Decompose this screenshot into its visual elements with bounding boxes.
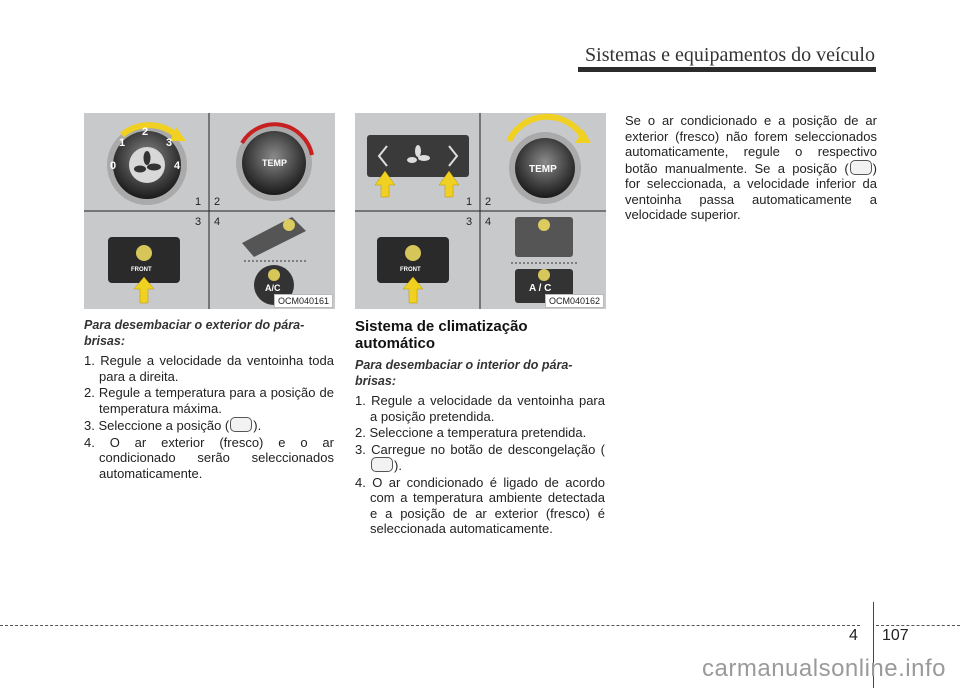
mode-button [242, 217, 306, 257]
header-rule [578, 67, 876, 72]
defrost-icon [849, 159, 872, 175]
defrost-icon [230, 417, 253, 432]
fan-speed-2: 2 [142, 126, 148, 138]
arrow-icon [402, 276, 424, 304]
step-text-tail: ). [394, 458, 402, 473]
quadrant-2: 2 [214, 196, 220, 208]
temp-label: TEMP [529, 164, 557, 175]
fan-speed-3: 3 [166, 137, 172, 149]
column-1: Para desembaciar o exterior do pára-bris… [84, 318, 334, 482]
figure-code: OCM040162 [544, 294, 604, 308]
page-header-title: Sistemas e equipamentos do veículo [585, 44, 875, 66]
footer-rule [0, 625, 860, 626]
ac-label: A/C [265, 283, 281, 293]
figure-code: OCM040161 [273, 294, 333, 308]
defrost-icon [371, 457, 393, 472]
quadrant-3: 3 [195, 216, 201, 228]
step: 1. Regule a velocidade da ventoinha para… [355, 393, 605, 424]
footer-rule [876, 625, 960, 626]
fan-speed-0: 0 [110, 160, 116, 172]
watermark: carmanualsonline.info [702, 655, 946, 682]
quadrant-4: 4 [214, 216, 220, 228]
figure-2: TEMP 1 2 3 4 FRONT A / C OCM040162 [355, 113, 606, 309]
step: 3. Carregue no botão de descongelação ()… [355, 442, 605, 474]
temp-knob [515, 138, 575, 198]
arrow-icon [120, 122, 178, 138]
column-2: Sistema de climatização automático Para … [355, 318, 605, 538]
paragraph-text-tail: ) for seleccionada, a velocidade inferio… [625, 160, 877, 223]
step-text: 3. Carregue no botão de descongelação ( [355, 441, 605, 457]
figure-1: 0 1 2 3 4 TEMP 1 2 3 4 FRONT A/C OCM0401… [84, 113, 335, 309]
step: 4. O ar exterior (fresco) e o ar condici… [84, 434, 334, 481]
page-number: 107 [882, 627, 909, 644]
fan-speed-1: 1 [119, 137, 125, 149]
step: 1. Regule a velocidade da ventoinha toda… [84, 353, 334, 384]
arrow-icon [133, 276, 155, 304]
footer-divider [873, 602, 874, 688]
paragraph: Se o ar condicionado e a posição de ar e… [625, 113, 877, 223]
fan-speed-4: 4 [174, 160, 181, 172]
temp-knob [242, 131, 306, 195]
figure-1-illustration: 0 1 2 3 4 TEMP 1 2 3 4 FRONT A/C [84, 113, 335, 309]
column-2-subheading: Para desembaciar o interior do pára-bris… [355, 358, 573, 388]
section-title: Sistema de climatização automático [355, 318, 528, 352]
fan-icon [407, 145, 430, 163]
quadrant-1: 1 [466, 196, 472, 208]
step: 2. Regule a temperatura para a posição d… [84, 385, 334, 416]
step: 2. Seleccione a temperatura pretendida. [355, 425, 587, 440]
chapter-number: 4 [849, 627, 858, 644]
step: 4. O ar condicionado é ligado de acordo … [355, 474, 605, 537]
arrow-icon [506, 113, 586, 143]
front-label: FRONT [131, 267, 152, 273]
arrow-icon [170, 127, 186, 141]
arrow-icon [575, 129, 591, 143]
quadrant-4: 4 [485, 216, 491, 228]
paragraph-text: Se o ar condicionado e a posição de ar e… [625, 113, 877, 176]
figure-2-illustration: TEMP 1 2 3 4 FRONT A / C [355, 113, 606, 309]
column-3: Se o ar condicionado e a posição de ar e… [625, 113, 877, 223]
arrow-icon [438, 170, 460, 198]
step-text-tail: ). [253, 418, 262, 433]
quadrant-1: 1 [195, 196, 201, 208]
quadrant-3: 3 [466, 216, 472, 228]
fan-icon [134, 151, 161, 173]
column-1-subheading: Para desembaciar o exterior do pára-bris… [84, 318, 305, 348]
ac-label: A / C [529, 283, 551, 294]
front-label: FRONT [400, 267, 421, 273]
temp-label: TEMP [262, 158, 287, 168]
step: 3. Seleccione a posição (). [84, 417, 334, 434]
quadrant-2: 2 [485, 196, 491, 208]
mode-button [515, 217, 573, 257]
arrow-icon [374, 170, 396, 198]
step-text: 3. Seleccione a posição ( [84, 418, 230, 433]
